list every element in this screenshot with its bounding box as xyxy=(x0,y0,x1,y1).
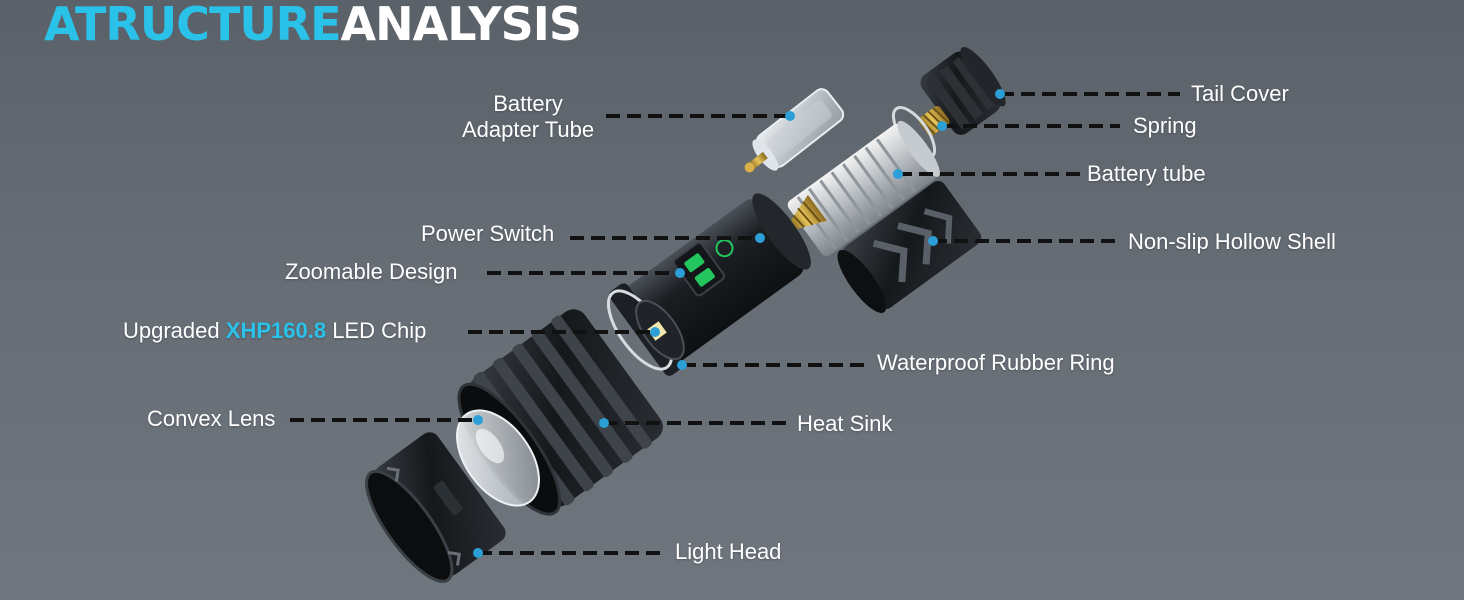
leader-battery-tube-dot xyxy=(893,169,903,179)
leader-led-chip-dot xyxy=(650,327,660,337)
non-slip-hollow-shell-part xyxy=(837,180,982,313)
leader-zoomable-design-dot xyxy=(675,268,685,278)
label-light-head: Light Head xyxy=(675,539,782,564)
label-led-chip: Upgraded XHP160.8 LED Chip xyxy=(123,318,426,344)
battery-tube-part xyxy=(787,120,940,257)
leader-waterproof-rubber-ring-dot xyxy=(677,360,687,370)
led-chip-suffix: LED Chip xyxy=(332,318,427,343)
label-battery-adapter-tube: Battery Adapter Tube xyxy=(462,91,594,143)
light-head-part xyxy=(365,432,506,583)
leader-battery-adapter-tube-dot xyxy=(785,111,795,121)
led-chip-model: XHP160.8 xyxy=(225,318,327,343)
led-chip-prefix: Upgraded xyxy=(123,318,220,343)
label-heat-sink: Heat Sink xyxy=(797,411,893,436)
label-battery-adapter-tube-line2: Adapter Tube xyxy=(462,117,595,142)
label-power-switch: Power Switch xyxy=(421,221,555,246)
leader-lines xyxy=(290,89,1180,558)
leader-non-slip-hollow-shell-dot xyxy=(928,236,938,246)
title-accent: ATRUCTURE xyxy=(44,0,342,51)
label-battery-adapter-tube-line1: Battery xyxy=(493,91,563,116)
label-zoomable-design: Zoomable Design xyxy=(285,259,458,284)
battery-adapter-tube-part xyxy=(744,88,845,173)
leader-tail-cover-dot xyxy=(995,89,1005,99)
label-non-slip-hollow-shell: Non-slip Hollow Shell xyxy=(1128,229,1336,254)
title-main: ANALYSIS xyxy=(340,0,583,51)
leader-spring-dot xyxy=(937,121,947,131)
leader-heat-sink-dot xyxy=(599,418,609,428)
label-tail-cover: Tail Cover xyxy=(1191,81,1289,106)
page-title: ATRUCTUREANALYSIS xyxy=(44,0,583,51)
label-spring: Spring xyxy=(1133,113,1197,138)
tail-cover-part xyxy=(920,47,1006,135)
leader-convex-lens-dot xyxy=(473,415,483,425)
leader-light-head-dot xyxy=(473,548,483,558)
label-battery-tube: Battery tube xyxy=(1087,161,1206,186)
leader-power-switch-dot xyxy=(755,233,765,243)
convex-lens-part xyxy=(456,409,540,507)
label-convex-lens: Convex Lens xyxy=(147,406,276,431)
head-spring-part xyxy=(789,194,827,230)
label-waterproof-rubber-ring: Waterproof Rubber Ring xyxy=(877,350,1115,375)
